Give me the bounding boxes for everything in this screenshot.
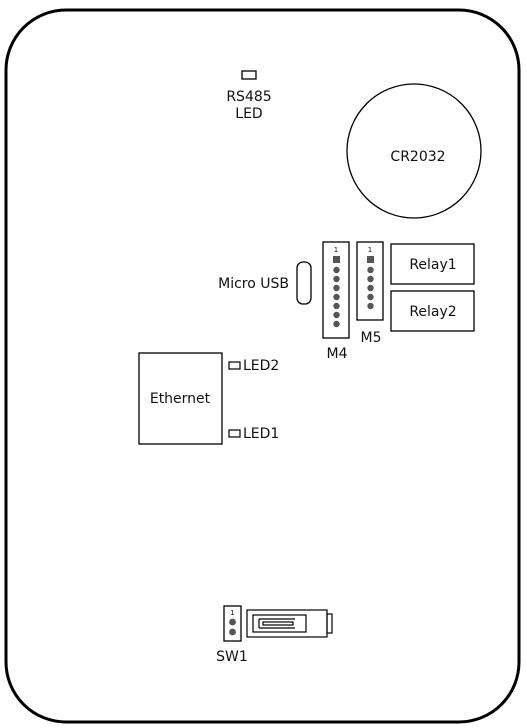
cr2032-battery bbox=[346, 83, 482, 219]
relay2-label: Relay2 bbox=[409, 304, 456, 320]
m5-label: M5 bbox=[361, 330, 382, 346]
ethernet-label: Ethernet bbox=[150, 391, 211, 407]
micro-usb-label: Micro USB bbox=[218, 276, 289, 292]
m4-connector: 1 bbox=[322, 241, 350, 339]
sw1-header: 1 bbox=[223, 605, 242, 642]
board-outline bbox=[4, 8, 521, 724]
m4-label: M4 bbox=[327, 346, 348, 362]
m4-pin1-label: 1 bbox=[334, 246, 338, 254]
sw1-pin1-label: 1 bbox=[230, 609, 234, 617]
ethernet-port bbox=[138, 352, 223, 445]
sw1-switch bbox=[246, 609, 333, 638]
relay1-box bbox=[390, 243, 475, 285]
rs485-led-icon bbox=[241, 70, 257, 80]
led2-label: LED2 bbox=[243, 358, 279, 374]
m5-connector: 1 bbox=[356, 241, 384, 321]
led1-label: LED1 bbox=[243, 426, 279, 442]
sw1-label: SW1 bbox=[216, 649, 248, 665]
led2-icon bbox=[228, 361, 241, 370]
micro-usb-port bbox=[296, 261, 312, 305]
relay1-label: Relay1 bbox=[409, 257, 456, 273]
rs485-led-label: LED bbox=[235, 106, 262, 122]
relay2-box bbox=[390, 290, 475, 332]
led1-icon bbox=[228, 429, 241, 438]
rs485-label: RS485 bbox=[226, 89, 271, 105]
cr2032-label: CR2032 bbox=[390, 149, 445, 165]
m5-pin1-label: 1 bbox=[368, 246, 372, 254]
